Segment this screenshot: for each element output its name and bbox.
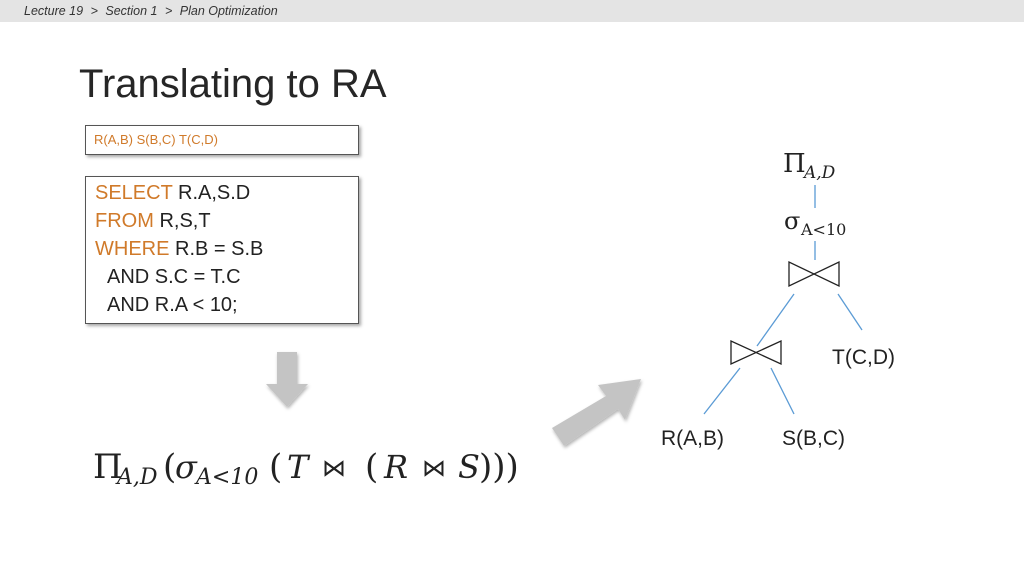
sql-keyword-from: FROM bbox=[95, 210, 154, 232]
breadcrumb: Lecture 19 > Section 1 > Plan Optimizati… bbox=[24, 4, 282, 18]
expr-close-parens: ))) bbox=[479, 447, 519, 487]
sql-keyword-select: SELECT bbox=[95, 182, 173, 204]
edge-join-top-t bbox=[837, 293, 863, 331]
down-arrow-icon bbox=[266, 352, 308, 407]
expr-paren-1: ( bbox=[163, 447, 176, 487]
expr-paren-3: ( bbox=[365, 447, 378, 487]
tree-sigma-subscript: A<10 bbox=[800, 220, 846, 239]
expr-pi-symbol: Π bbox=[93, 447, 123, 487]
schema-box: R(A,B) S(B,C) T(C,D) bbox=[85, 125, 359, 155]
diagonal-arrow-icon bbox=[552, 379, 641, 446]
sql-line-select: SELECT R.A,S.D bbox=[95, 182, 250, 205]
sql-from-tables: R,S,T bbox=[153, 210, 211, 232]
header-bar: Lecture 19 > Section 1 > Plan Optimizati… bbox=[0, 0, 1024, 22]
sql-line-from: FROM R,S,T bbox=[95, 210, 211, 233]
tree-leaf-r: R(A,B) bbox=[661, 427, 724, 450]
tree-leaf-t: T(C,D) bbox=[832, 346, 895, 369]
page-title: Translating to RA bbox=[79, 62, 387, 106]
breadcrumb-separator: > bbox=[164, 4, 173, 18]
tree-sigma-symbol: σ bbox=[784, 207, 800, 235]
expr-pi-subscript: A,D bbox=[115, 465, 158, 490]
ra-expression: Π A,D ( σ A<10 ( T ⋈ ( R ⋈ S ))) bbox=[93, 447, 519, 490]
join-top-icon bbox=[788, 260, 840, 288]
breadcrumb-lecture[interactable]: Lecture 19 bbox=[24, 4, 84, 18]
sql-select-columns: R.A,S.D bbox=[172, 182, 251, 204]
schema-text: R(A,B) S(B,C) T(C,D) bbox=[94, 132, 218, 147]
expr-s: S bbox=[458, 448, 480, 486]
join-bottom-icon bbox=[730, 339, 782, 366]
edge-join-top-join-bottom bbox=[756, 293, 795, 347]
sql-where-condition: R.B = S.B bbox=[169, 238, 264, 260]
expr-sigma-symbol: σ bbox=[175, 448, 198, 486]
tree-pi-symbol: Π bbox=[783, 149, 806, 179]
expr-r: R bbox=[383, 448, 408, 486]
sql-query-box: SELECT R.A,S.D FROM R,S,T WHERE R.B = S.… bbox=[85, 176, 359, 324]
sql-keyword-where: WHERE bbox=[95, 238, 170, 260]
sql-line-where: WHERE R.B = S.B bbox=[95, 238, 263, 261]
expr-sigma-subscript: A<10 bbox=[194, 465, 258, 490]
breadcrumb-separator: > bbox=[90, 4, 98, 18]
expr-t: T bbox=[287, 448, 311, 486]
breadcrumb-topic: Plan Optimization bbox=[179, 4, 278, 18]
edge-join-bottom-r bbox=[703, 367, 741, 415]
tree-pi-subscript: A,D bbox=[802, 163, 836, 183]
sql-line-and-2: AND R.A < 10; bbox=[107, 294, 238, 316]
edge-join-bottom-s bbox=[770, 367, 795, 415]
expr-join-2: ⋈ bbox=[422, 454, 446, 482]
expr-paren-2: ( bbox=[269, 447, 282, 487]
tree-leaf-s: S(B,C) bbox=[782, 427, 845, 450]
breadcrumb-section[interactable]: Section 1 bbox=[105, 4, 158, 18]
expr-join-1: ⋈ bbox=[322, 454, 346, 482]
tree-edges bbox=[703, 185, 863, 415]
sql-line-and-1: AND S.C = T.C bbox=[107, 266, 241, 288]
